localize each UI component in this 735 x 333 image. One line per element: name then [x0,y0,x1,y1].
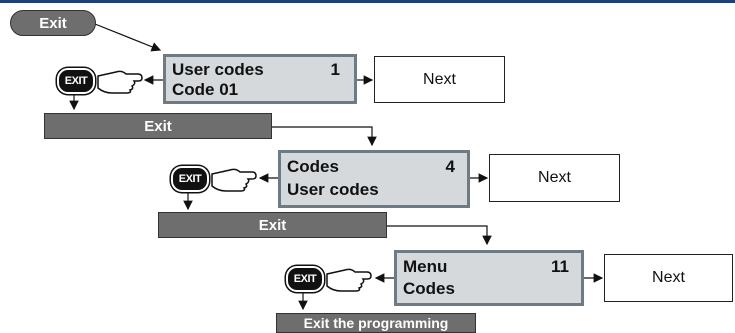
arrow-bar1-to-lcd2 [271,126,377,147]
exit-key-button: EXIT [286,266,324,292]
lcd-menu-number: 11 [551,257,569,276]
next-box-step2: Next [489,154,620,202]
lcd-display-step2: Codes 4 User codes [278,150,470,208]
lcd-line2: Code 01 [172,80,239,99]
lcd-line1: User codes [172,60,264,79]
next-box-step1: Next [374,56,505,103]
lcd-line2: User codes [287,180,379,199]
lcd-menu-number: 1 [330,60,340,79]
lcd-menu-number: 4 [445,157,455,176]
lcd-line2: Codes [403,279,455,298]
exit-key-button: EXIT [171,166,209,192]
pointing-hand-icon [97,70,143,94]
lcd-display-step1: User codes 1 Code 01 [163,54,357,104]
lcd-display-step3: Menu 11 Codes [394,250,584,306]
arrow-bar2-to-lcd3 [386,225,492,246]
exit-key-button: EXIT [57,68,95,94]
pointing-hand-icon [326,268,372,292]
exit-start-pill: Exit [10,10,96,36]
arrow-exit-to-lcd1 [94,23,162,52]
exit-bar-step2: Exit [158,212,387,238]
next-box-step3: Next [604,254,733,302]
exit-bar-step3: Exit the programming [276,313,476,333]
top-rule [0,0,735,3]
lcd-line1: Codes [287,157,339,176]
pointing-hand-icon [211,168,257,192]
exit-bar-step1: Exit [44,113,272,139]
lcd-line1: Menu [403,257,448,276]
